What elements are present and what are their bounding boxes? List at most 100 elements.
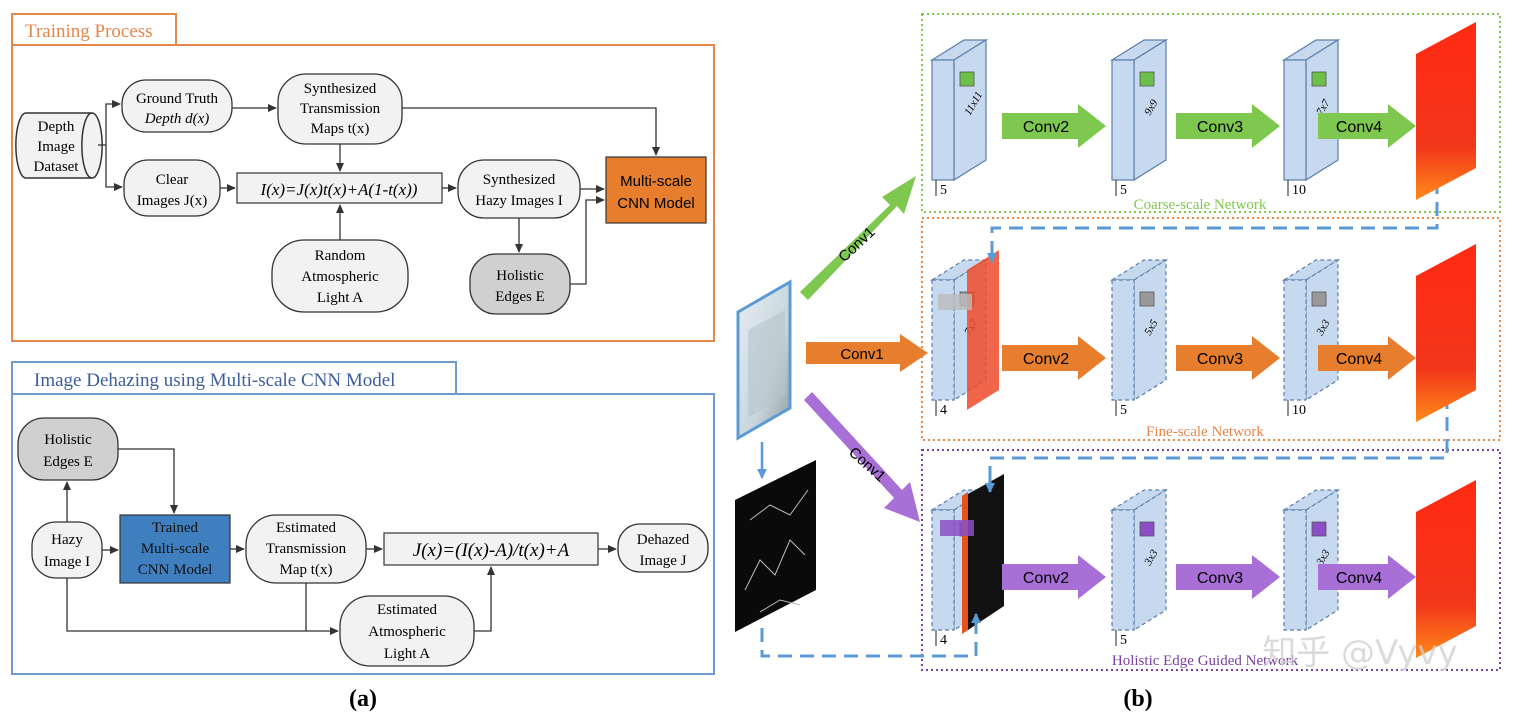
clear-images-line1: Clear [156,172,188,188]
watermark: 知乎 @Vyvy [1262,633,1458,673]
guidance-dashed-lines [760,180,1449,658]
fine-conv2-arrow: Conv2 [1002,336,1106,380]
holistic-edges-node-training: Holistic Edges E [469,253,571,315]
hazy-line2: Image I [44,554,90,570]
synthesized-transmission-node: Synthesized Transmission Maps t(x) [277,73,403,145]
coarse-layer-2-kernel [1139,71,1155,87]
fine-layer-2-kernel [1139,291,1155,307]
dehazed-line2: Image J [639,553,686,569]
holistic-train-line1: Holistic [496,268,544,284]
fine-conv3-arrow-label: Conv3 [1197,351,1243,368]
haze-formula-text: I(x)=J(x)t(x)+A(1-t(x)) [260,180,418,199]
synth-trans-line2: Transmission [300,101,381,117]
coarse-conv3-arrow: Conv3 [1176,104,1280,148]
fine-output-heatmap [1416,244,1476,422]
fine-conv4-arrow: Conv4 [1318,336,1416,380]
edge-layer-3-kernel [1311,521,1327,537]
cnn-model-line2: CNN Model [617,195,695,212]
coarse-conv2-arrow-label: Conv2 [1023,119,1069,136]
conv1-coarse-label: Conv1 [835,224,878,266]
training-process-panel: Training Process Depth Image Dataset Gro… [11,13,715,342]
edge-conv2-arrow: Conv2 [1002,555,1106,599]
caption-a: (a) [349,686,377,712]
atm-line2: Atmospheric [301,269,379,285]
coarse-layer-1-kernel [959,71,975,87]
fine-conv3-arrow: Conv3 [1176,336,1280,380]
edge-conv4-arrow-label: Conv4 [1336,570,1382,587]
hazy-line1: Hazy [51,532,83,548]
holistic-dehaze-line2: Edges E [43,454,93,470]
fine-layer-3-kernel [1311,291,1327,307]
estimated-transmission-node: Estimated Transmission Map t(x) [245,514,367,584]
input-hazy-photo [736,279,792,441]
edge-conv3-arrow-label: Conv3 [1197,570,1243,587]
edge-layer-2-channels: 5 [1120,633,1127,648]
fine-layer-3-channels: 10 [1292,403,1306,418]
conv1-arrow-fine: Conv1 [806,334,928,372]
est-trans-line3: Map t(x) [280,562,333,578]
coarse-layer-3-kernel [1311,71,1327,87]
coarse-conv4-arrow: Conv4 [1318,104,1416,148]
edge-layer-1-channels: 4 [940,633,947,648]
fine-network-frame [921,217,1501,441]
depth-dataset-line3: Dataset [34,159,80,175]
network-layers: 11x1159x957x710Conv2Conv3Conv47x745x553x… [929,22,1476,658]
gt-depth-line2: Depth d(x) [144,111,210,127]
training-connectors [98,100,660,285]
coarse-layer-2-channels: 5 [1120,183,1127,198]
atm-line3: Light A [317,290,363,306]
holistic-dehaze-line1: Holistic [44,432,92,448]
coarse-output-heatmap [1416,22,1476,200]
estimated-atmospheric-light-node: Estimated Atmospheric Light A [339,595,475,667]
clear-images-line2: Images J(x) [137,193,207,209]
trained-line3: CNN Model [138,562,213,578]
dehazing-connectors [63,448,617,635]
edge-conv2-arrow-label: Conv2 [1023,570,1069,587]
clear-images-node: Clear Images J(x) [123,159,221,217]
conv1-arrow-edge: Conv1 [804,392,920,522]
coarse-conv3-arrow-label: Conv3 [1197,119,1243,136]
edge-output-heatmap [1416,480,1476,658]
synth-hazy-line2: Hazy Images I [475,193,562,209]
ground-truth-depth-node: Ground Truth Depth d(x) [121,79,233,133]
hazy-image-node: Hazy Image I [31,521,103,579]
edge-layer-2-kernel [1139,521,1155,537]
dehaze-formula-text: J(x)=(I(x)-A)/t(x)+A [413,540,570,561]
coarse-conv2-arrow: Conv2 [1002,104,1106,148]
edge-kernel-box [940,520,974,536]
atm-line1: Random [315,248,366,264]
fine-layer-2-channels: 5 [1120,403,1127,418]
random-atmospheric-light-node: Random Atmospheric Light A [271,239,409,313]
holistic-train-line2: Edges E [495,289,545,305]
trained-line2: Multi-scale [141,541,210,557]
coarse-layer-3-channels: 10 [1292,183,1306,198]
conv1-fine-label: Conv1 [840,346,883,363]
caption-b: (b) [1123,686,1152,712]
synthesized-hazy-node: Synthesized Hazy Images I [457,159,581,219]
coarse-layer-1-channels: 5 [940,183,947,198]
dehazed-image-node: Dehazed Image J [617,523,709,573]
fine-conv4-arrow-label: Conv4 [1336,351,1382,368]
dehazed-line1: Dehazed [637,532,690,548]
holistic-edges-node-dehaze: Holistic Edges E [17,417,119,481]
fine-kernel-box [938,294,972,310]
edge-conv4-arrow: Conv4 [1318,555,1416,599]
est-atm-line1: Estimated [377,602,437,618]
fine-conv2-arrow-label: Conv2 [1023,351,1069,368]
edge-layer-3: 3x3 [1281,488,1341,632]
fine-network-label: Fine-scale Network [1146,424,1264,440]
fine-layer-1-channels: 4 [940,403,947,418]
conv1-arrow-coarse: Conv1 [800,176,916,300]
edge-network-label: Holistic Edge Guided Network [1112,653,1299,669]
edge-guide-map [968,474,1004,630]
gt-depth-line1: Ground Truth [136,91,219,107]
depth-dataset-line1: Depth [38,119,75,135]
coarse-conv4-arrow-label: Conv4 [1336,119,1382,136]
dehazing-panel: Image Dehazing using Multi-scale CNN Mod… [11,361,715,712]
fine-concat-map [967,250,999,410]
